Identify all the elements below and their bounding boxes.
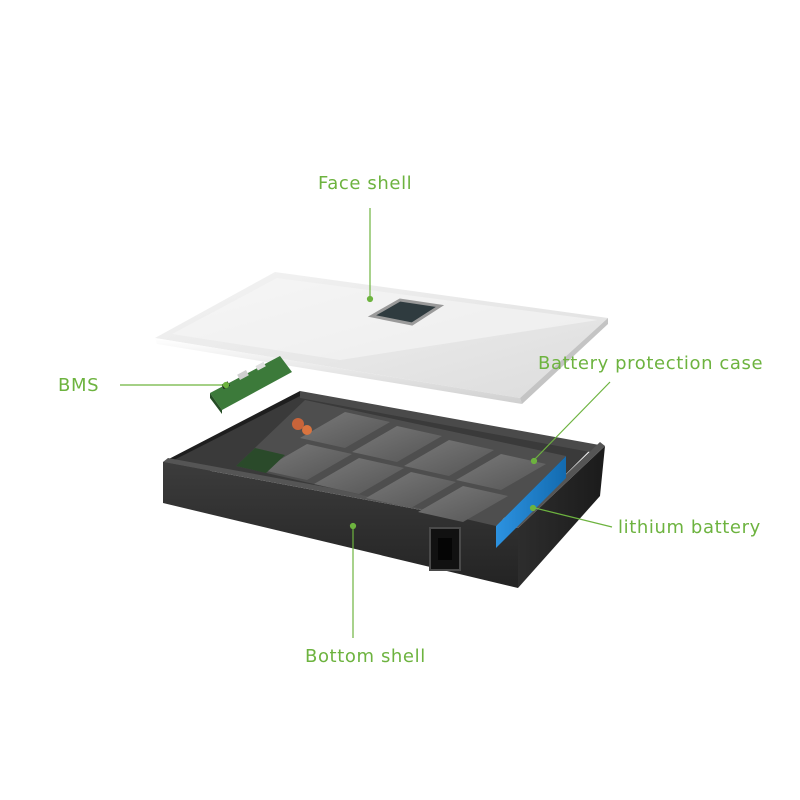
lithium-battery-leader-dot [529,504,537,512]
bms-board-body [210,356,292,410]
lithium-battery-pack [236,400,566,548]
battery-cell [456,454,546,490]
face-shell-right-edge [520,318,608,404]
bms-chip [237,370,249,380]
battery-protection-case-leader-line [533,381,611,461]
battery-cell [404,440,494,476]
face-shell-leader-dot [366,295,374,303]
bottom-shell-label: Bottom shell [305,646,426,667]
face-shell-label: Face shell [318,173,413,194]
lithium-battery-label: lithium battery [618,517,761,538]
bms-label: BMS [58,375,100,396]
battery-cell [262,444,352,480]
battery-cell [366,472,456,508]
face-shell [155,272,608,404]
battery-blue-right-face [496,456,566,548]
battery-cell [314,458,404,494]
battery-terminal [302,425,312,435]
bms-board [210,356,292,414]
face-shell-front-edge [155,338,522,404]
battery-protection-case-label: Battery protection case [538,353,764,374]
display-window [367,298,445,326]
leader-lines [120,208,613,638]
bottom-shell-back-wall [300,391,605,452]
bottom-shell-leader-dot [349,522,357,530]
battery-cell [352,426,442,462]
switch-port-inner [438,538,452,560]
bms-board-edge [210,393,222,414]
battery-protection-case-leader-dot [530,457,538,465]
battery-cell [300,412,390,448]
battery-cell [418,486,508,522]
battery-terminal-strip [236,448,285,473]
bottom-shell-right-wall [518,446,605,588]
bms-chip [255,361,266,371]
battery-terminal [292,418,304,430]
lithium-battery-leader-line [534,507,613,528]
bms-leader-dot [222,381,230,389]
battery-cells [262,412,546,522]
